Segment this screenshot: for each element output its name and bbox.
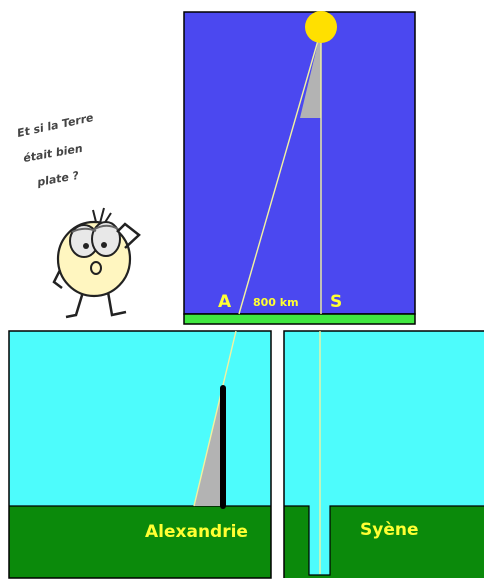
speech-text: Et si la Terre était bien plate ? xyxy=(16,111,95,189)
alexandria-label: Alexandrie xyxy=(145,522,248,542)
top-panel: A 800 km S xyxy=(183,11,416,325)
sun xyxy=(305,11,337,43)
speech-line-2: était bien xyxy=(22,142,83,165)
syene-sky xyxy=(284,331,484,506)
distance-label: 800 km xyxy=(253,296,299,309)
top-ground xyxy=(183,313,416,325)
alexandria-ground xyxy=(9,506,271,578)
ray-to-alexandria xyxy=(238,29,322,315)
speech-line-3: plate ? xyxy=(35,169,80,189)
angle-wedge xyxy=(300,30,321,118)
label-a: A xyxy=(218,292,232,312)
label-s: S xyxy=(330,292,342,312)
speech-line-1: Et si la Terre xyxy=(16,111,95,140)
alexandria-ray xyxy=(193,330,237,507)
syene-label: Syène xyxy=(360,520,419,540)
bottom-right-panel: Syène xyxy=(283,330,484,578)
alexandria-sky xyxy=(9,331,271,506)
thinking-character xyxy=(52,207,141,319)
top-sky xyxy=(183,11,416,315)
bottom-left-panel: Alexandrie xyxy=(8,330,272,579)
right-eye xyxy=(91,221,121,257)
